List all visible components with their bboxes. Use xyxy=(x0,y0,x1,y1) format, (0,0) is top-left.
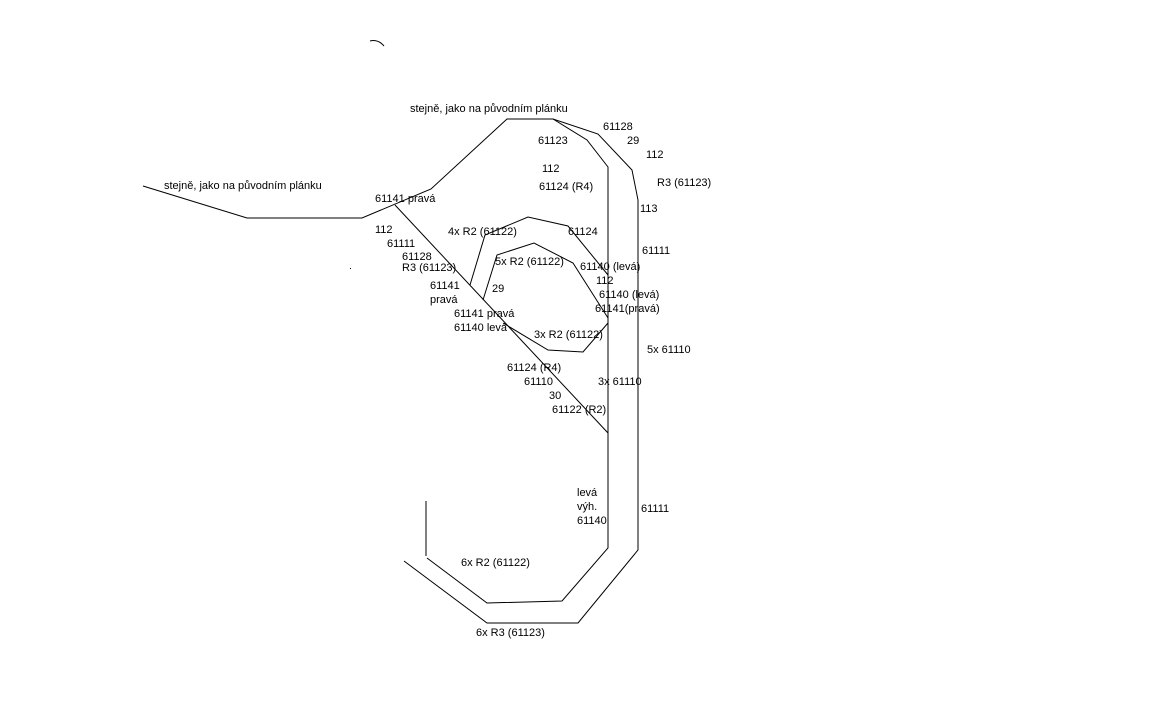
label: 4x R2 (61122) xyxy=(448,226,517,238)
label: R3 (61123) xyxy=(657,177,712,189)
label: 6x R3 (61123) xyxy=(476,627,545,639)
label: 112 xyxy=(596,275,614,287)
stray-mark xyxy=(369,40,385,47)
diagonal-track-line xyxy=(394,204,609,434)
label: 30 xyxy=(549,390,562,402)
loop-4x-r2-line xyxy=(469,216,609,286)
label: 113 xyxy=(640,203,658,215)
label: 61141 xyxy=(430,280,460,292)
loop-5x-r2-line xyxy=(482,242,609,319)
label: 61110 xyxy=(524,376,553,388)
label: 61141(pravá) xyxy=(595,303,660,315)
label: 61140 levá xyxy=(454,322,508,334)
label: 61141 pravá xyxy=(454,308,515,320)
label: 61128 xyxy=(603,121,633,133)
label: 112 xyxy=(542,163,560,175)
label: 61111 xyxy=(387,238,416,250)
label: 29 xyxy=(492,283,505,295)
label: 61140 (levá) xyxy=(599,289,660,301)
label: 61128 xyxy=(402,251,432,263)
label: 61111 xyxy=(642,245,671,257)
label: 5x 61110 xyxy=(647,344,691,356)
label: 61124 (R4) xyxy=(539,181,594,193)
label: 112 xyxy=(646,149,664,161)
label: 5x R2 (61122) xyxy=(495,256,564,268)
label: 61124 xyxy=(568,226,598,238)
label: 29 xyxy=(627,135,640,147)
label: 61111 xyxy=(641,503,670,515)
inner-track-line xyxy=(426,118,609,604)
loop-3x-r2-line xyxy=(502,322,609,353)
top-note: stejně, jako na původním plánku xyxy=(410,103,568,115)
label: pravá xyxy=(430,294,458,306)
outer-track-line xyxy=(142,118,639,624)
label: 3x 61110 xyxy=(598,376,642,388)
label: výh. xyxy=(577,501,598,513)
label: 61140 xyxy=(577,515,607,527)
label: 61141 pravá xyxy=(375,193,436,205)
label: 3x R2 (61122) xyxy=(534,329,603,341)
label: 61124 (R4) xyxy=(507,362,562,374)
label: 61123 xyxy=(538,135,568,147)
left-note: stejně, jako na původním plánku xyxy=(164,180,322,192)
stray-dot xyxy=(350,268,351,269)
label: 112 xyxy=(375,224,393,236)
label: R3 (61123) xyxy=(402,262,457,274)
label: 6x R2 (61122) xyxy=(461,557,530,569)
label: levá xyxy=(577,487,598,499)
label: 61140 (levá) xyxy=(580,261,641,273)
label: 61122 (R2) xyxy=(552,404,607,416)
